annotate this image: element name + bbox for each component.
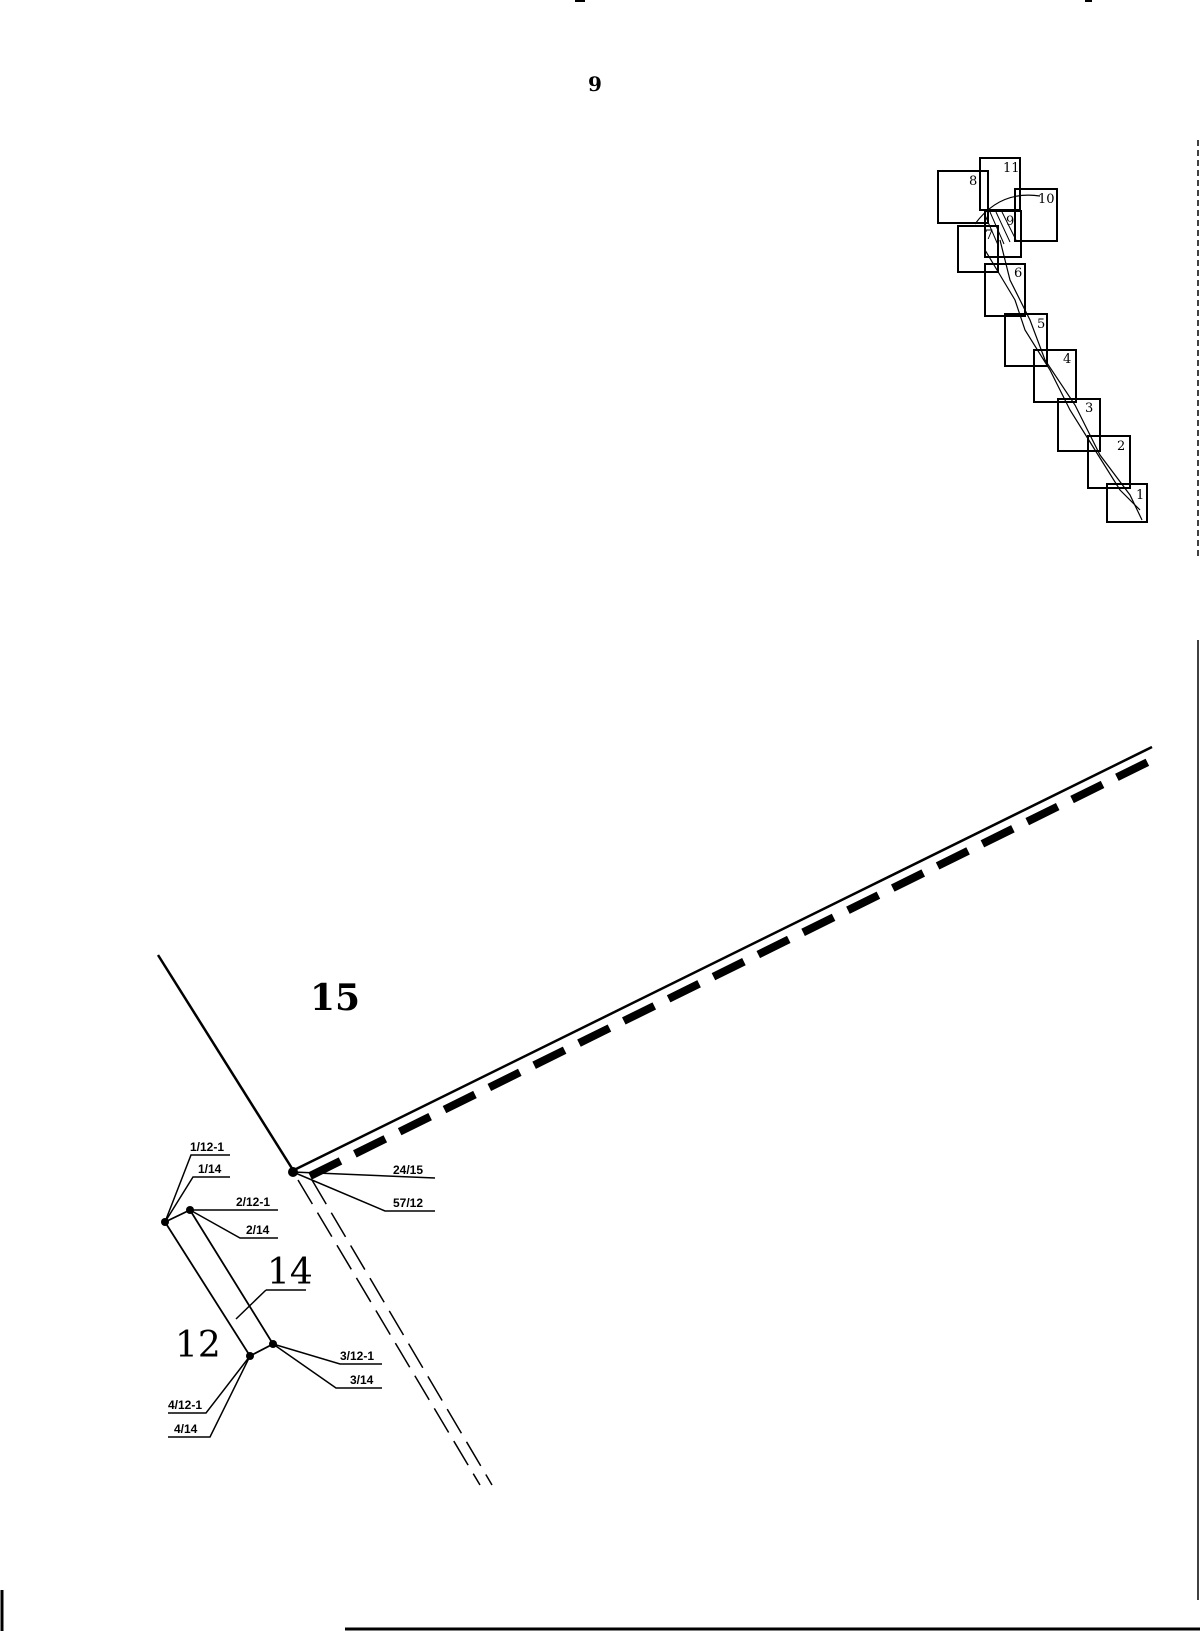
leader-2-14: [189, 1209, 278, 1239]
label-2-12: 2/12-1: [236, 1195, 270, 1209]
parcel-numbers: 15 14 12: [175, 977, 360, 1366]
index-route-line-2: [999, 239, 1143, 521]
label-leaders: [164, 1154, 436, 1438]
boundary-line-ne: [289, 745, 1153, 1174]
index-sheet-label-6: 6: [1014, 266, 1022, 281]
leader-3-12: [272, 1343, 382, 1365]
index-sheet-label-4: 4: [1063, 352, 1071, 367]
page-number: 9: [588, 72, 602, 96]
easement-dashed-2: [311, 1179, 493, 1486]
index-sheet-9-frame: [984, 210, 1022, 258]
leader-1-12: [164, 1154, 230, 1223]
easement-dashed-1: [297, 1179, 481, 1486]
label-1-12: 1/12-1: [190, 1140, 224, 1154]
index-map: [937, 157, 1148, 523]
label-3-14: 3/14: [350, 1373, 374, 1387]
label-57-12: 57/12: [393, 1196, 423, 1210]
index-sheet-5-frame: [1004, 313, 1048, 367]
index-sheet-label-11: 11: [1003, 161, 1020, 176]
index-sheet-10-frame: [1014, 188, 1058, 242]
point-labels: 1/12-1 1/14 2/12-1 2/14 24/15 57/12 3/12…: [168, 1140, 423, 1436]
index-sheet-label-2: 2: [1117, 439, 1125, 454]
parcel-number-12: 12: [175, 1325, 221, 1366]
leader-24-15: [292, 1171, 436, 1179]
parcel-14-leader: [235, 1289, 267, 1320]
label-1-14: 1/14: [198, 1162, 222, 1176]
label-24-15: 24/15: [393, 1163, 423, 1177]
index-sheet-3-frame: [1057, 398, 1101, 452]
leader-1-14: [164, 1176, 230, 1223]
leader-57-12: [292, 1171, 435, 1212]
index-sheet-4-frame: [1033, 349, 1077, 403]
leader-3-14: [272, 1343, 382, 1389]
boundary-dashed-ne: [308, 756, 1154, 1180]
label-4-12: 4/12-1: [168, 1398, 202, 1412]
label-3-12: 3/12-1: [340, 1349, 374, 1363]
index-sheet-1-frame: [1106, 483, 1148, 523]
parcel-number-14: 14: [267, 1252, 313, 1293]
index-sheet-label-9: 9: [1006, 214, 1014, 229]
index-sheet-label-1: 1: [1136, 488, 1144, 503]
parcel-number-15: 15: [310, 977, 360, 1019]
label-2-14: 2/14: [246, 1223, 270, 1237]
index-sheet-8-frame: [937, 170, 989, 224]
index-sheet-7-frame: [957, 225, 999, 273]
index-sheet-labels: 1 2 3 4 5 6 7 8 9 10 11: [969, 161, 1144, 503]
parcel-14-inner-line: [189, 1209, 274, 1345]
index-sheet-label-3: 3: [1085, 401, 1093, 416]
leader-4-14: [168, 1355, 251, 1438]
index-sheet-label-7: 7: [985, 228, 993, 243]
index-sheet-label-5: 5: [1037, 317, 1045, 332]
index-sheet-label-10: 10: [1038, 192, 1055, 207]
index-hatch: [984, 211, 1017, 246]
index-sheet-label-8: 8: [969, 174, 977, 189]
boundary-line-nw: [156, 954, 295, 1171]
leader-4-12: [168, 1355, 251, 1414]
label-4-14: 4/14: [174, 1422, 198, 1436]
main-plan: [156, 745, 1154, 1486]
index-sheet-2-frame: [1087, 435, 1131, 489]
index-route-line: [974, 194, 1141, 511]
